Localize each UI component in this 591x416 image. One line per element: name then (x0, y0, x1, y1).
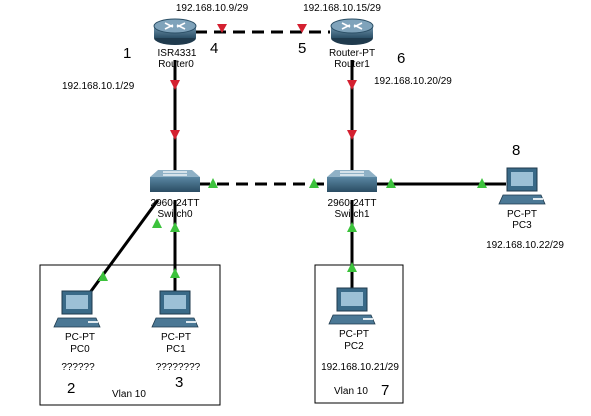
vlan-box-left (39, 264, 221, 406)
marker-1: 1 (123, 45, 131, 62)
link-state-up-marker (347, 222, 357, 232)
pc0-name-label: PC0 (70, 344, 90, 355)
link-state-up-marker (309, 178, 319, 188)
pc3-model-label: PC-PT (507, 209, 537, 220)
pc3-name-label: PC3 (512, 220, 532, 231)
switch1[interactable] (327, 170, 377, 192)
pc2-ip-label: 192.168.10.21/29 (321, 362, 399, 373)
link-switch0-pc0[interactable] (84, 199, 160, 299)
switch1-name-label: Switch1 (334, 209, 369, 220)
router0[interactable] (153, 18, 197, 45)
link-state-up-marker (347, 262, 357, 272)
link-state-down-marker (347, 80, 357, 90)
link-state-up-marker (152, 218, 162, 228)
vlan-box-right (314, 264, 404, 404)
router0-lan-ip-label: 192.168.10.1/29 (62, 81, 135, 92)
vlan-left-label: Vlan 10 (112, 389, 146, 400)
link-state-up-marker (477, 178, 487, 188)
router-arrows-icon (164, 22, 186, 30)
switch0[interactable] (150, 170, 200, 192)
pc0-ip-label: ?????? (61, 362, 95, 373)
router1-name-label: Router1 (334, 59, 370, 70)
link-state-down-marker (217, 24, 227, 33)
link-state-up-marker (386, 178, 396, 188)
marker-5: 5 (298, 40, 306, 57)
vlan-right-label: Vlan 10 (334, 386, 368, 397)
link-state-down-marker (347, 130, 357, 140)
router0-model-label: ISR4331 (158, 48, 197, 59)
pc1-model-label: PC-PT (161, 332, 191, 343)
link-state-up-marker (170, 268, 180, 278)
pc1-ip-label: ???????? (156, 362, 201, 373)
router0-link-ip-label: 192.168.10.9/29 (176, 3, 249, 14)
link-state-down-marker (297, 24, 307, 33)
marker-3: 3 (175, 374, 183, 391)
router1[interactable] (330, 18, 374, 45)
link-state-up-marker (170, 222, 180, 232)
pc1[interactable] (151, 290, 199, 328)
link-state-up-marker (98, 271, 108, 281)
link-state-down-marker (170, 80, 180, 90)
router1-link-ip-label: 192.168.10.15/29 (303, 3, 381, 14)
switch0-model-label: 2960-24TT (151, 198, 200, 209)
pc3-ip-label: 192.168.10.22/29 (486, 240, 564, 251)
marker-7: 7 (381, 382, 389, 399)
router-arrows-icon (341, 22, 363, 30)
switch0-name-label: Switch0 (157, 209, 192, 220)
router1-lan-ip-label: 192.168.10.20/29 (374, 76, 452, 87)
link-state-down-marker (170, 130, 180, 140)
pc2[interactable] (328, 287, 376, 325)
marker-6: 6 (397, 50, 405, 67)
pc0[interactable] (53, 290, 101, 328)
marker-4: 4 (210, 40, 218, 57)
marker-8: 8 (512, 142, 520, 159)
router1-model-label: Router-PT (329, 48, 375, 59)
pc2-name-label: PC2 (344, 341, 364, 352)
pc0-model-label: PC-PT (65, 332, 95, 343)
switch1-model-label: 2960-24TT (328, 198, 377, 209)
marker-2: 2 (67, 380, 75, 397)
router0-name-label: Router0 (158, 59, 194, 70)
pc2-model-label: PC-PT (339, 329, 369, 340)
pc1-name-label: PC1 (166, 344, 186, 355)
switch-arrows-icon (340, 171, 364, 176)
pc3[interactable] (498, 167, 546, 205)
link-state-up-marker (208, 178, 218, 188)
switch-arrows-icon (163, 171, 187, 176)
